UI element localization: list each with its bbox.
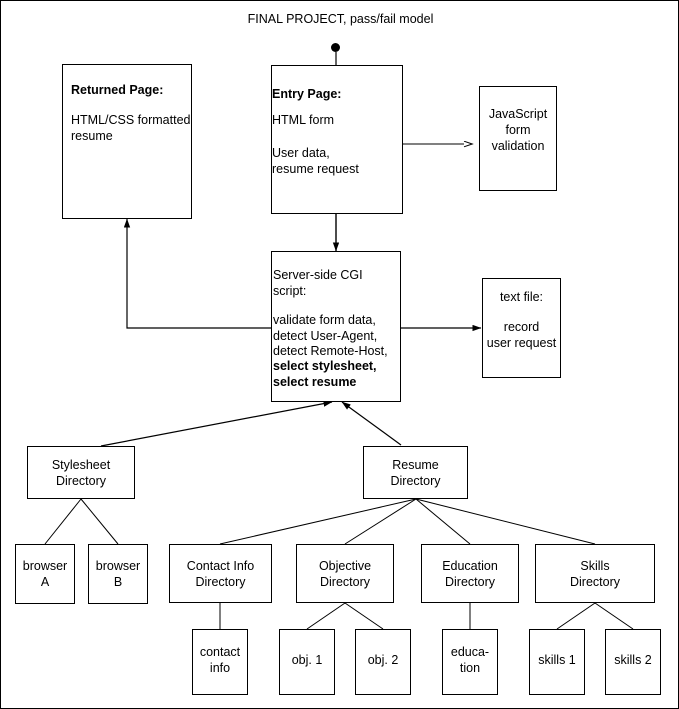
start-node-dot (331, 43, 340, 52)
browser-a-label: browser A (22, 559, 68, 589)
contact-info-label: contact info (199, 645, 241, 675)
returned-page-heading: Returned Page: (71, 83, 164, 97)
edge-stylesheet-dir-to-browser-a (44, 498, 82, 545)
node-browser-a[interactable] (15, 544, 75, 604)
cgi-script-heading: Server-side CGI script: (273, 268, 363, 298)
edge-resume-dir-to-education-dir (415, 498, 471, 545)
cgi-script-body-bold: select stylesheet, select resume (273, 359, 377, 389)
node-entry-page[interactable] (271, 65, 403, 214)
edge-resume-dir-to-objective-dir (344, 498, 417, 545)
skills-directory-label: Skills Directory (569, 559, 620, 589)
education-directory-label: Education Directory (442, 559, 498, 589)
objective-directory-label: Objective Directory (318, 559, 372, 589)
entry-page-body-1: HTML form (272, 113, 335, 127)
node-skills-1[interactable] (529, 629, 585, 695)
returned-page-body: HTML/CSS formatted resume (71, 113, 191, 143)
edge-resume-dir-to-skills-dir (415, 498, 596, 545)
edge-resume-dir-to-cgi (341, 401, 402, 446)
node-obj-1[interactable] (279, 629, 335, 695)
edge-objective-dir-to-obj-1 (306, 602, 346, 630)
edge-cgi-to-returned-page (123, 218, 271, 329)
edge-skills-dir-to-skills-1 (556, 602, 596, 630)
node-cgi-script[interactable] (271, 251, 401, 402)
node-resume-directory[interactable] (363, 446, 468, 499)
skills-1-label: skills 1 (538, 653, 576, 667)
node-contact-info[interactable] (192, 629, 248, 695)
node-skills-directory[interactable] (535, 544, 655, 603)
node-browser-b[interactable] (88, 544, 148, 604)
node-objective-directory[interactable] (296, 544, 394, 603)
entry-page-body-2: User data, resume request (272, 146, 359, 176)
edge-objective-dir-to-obj-2 (344, 602, 384, 630)
node-education-directory[interactable] (421, 544, 519, 603)
resume-directory-label: Resume Directory (390, 458, 441, 488)
text-file-body: record user request (486, 320, 557, 350)
node-skills-2[interactable] (605, 629, 661, 695)
skills-2-label: skills 2 (614, 653, 652, 667)
stylesheet-directory-label: Stylesheet Directory (51, 458, 111, 488)
cgi-script-body: validate form data, detect User-Agent, d… (273, 313, 388, 358)
edge-stylesheet-dir-to-browser-b (80, 498, 119, 545)
obj-1-label: obj. 1 (291, 653, 323, 667)
edge-skills-dir-to-skills-2 (594, 602, 634, 630)
edge-stylesheet-dir-to-cgi (100, 400, 333, 447)
node-stylesheet-directory[interactable] (27, 446, 135, 499)
node-contact-info-directory[interactable] (169, 544, 272, 603)
education-label: educa- tion (450, 645, 490, 675)
entry-page-heading: Entry Page: (272, 87, 342, 101)
text-file-heading: text file: (499, 290, 544, 304)
node-text-file[interactable] (482, 278, 561, 378)
node-education[interactable] (442, 629, 498, 695)
browser-b-label: browser B (95, 559, 141, 589)
javascript-validation-label: JavaScript form validation (488, 107, 548, 153)
node-returned-page[interactable] (62, 64, 192, 219)
contact-info-directory-label: Contact Info Directory (186, 559, 255, 589)
obj-2-label: obj. 2 (367, 653, 399, 667)
node-obj-2[interactable] (355, 629, 411, 695)
diagram-title: FINAL PROJECT, pass/fail model (247, 12, 434, 26)
node-javascript-validation[interactable] (479, 86, 557, 191)
edge-resume-dir-to-contact-info-dir (219, 498, 417, 545)
